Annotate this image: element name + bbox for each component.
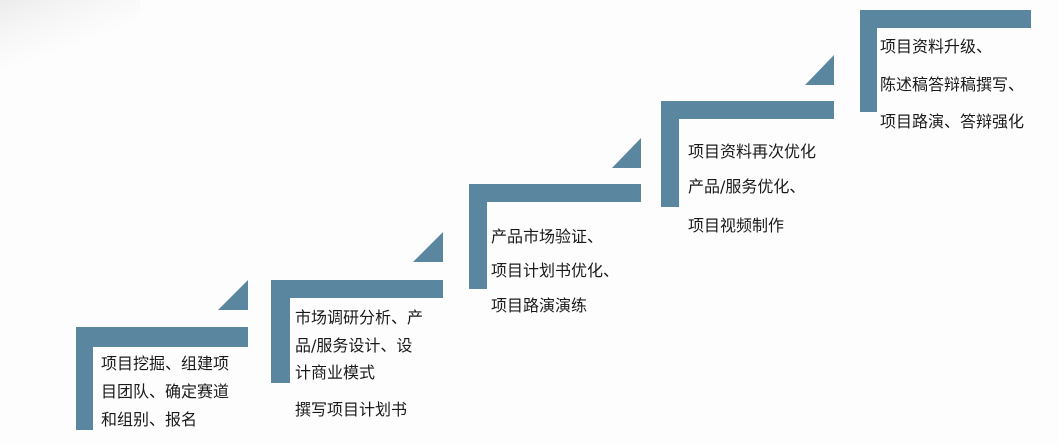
- step-4-line-1: 项目资料再次优化: [688, 142, 817, 161]
- step-5-top-bar: [860, 10, 1031, 28]
- step-3-triangle: [612, 138, 641, 168]
- step-1-line-3: 和组别、报名: [101, 410, 198, 429]
- step-3-line-1: 产品市场验证、: [491, 227, 604, 246]
- step-2-line-1: 市场调研分析、产: [295, 308, 424, 327]
- step-2-line-4: 撰写项目计划书: [295, 400, 408, 419]
- step-3-line-2: 项目计划书优化、: [491, 261, 620, 280]
- step-5-line-1: 项目资料升级、: [880, 37, 993, 56]
- step-1-triangle: [218, 280, 248, 310]
- step-4-side-bar: [661, 101, 679, 207]
- step-1-line-1: 项目挖掘、组建项: [101, 354, 230, 373]
- step-4-triangle: [805, 55, 834, 85]
- step-2-triangle: [413, 232, 443, 262]
- step-5-line-3: 项目路演、答辩强化: [880, 112, 1025, 131]
- step-5-side-bar: [860, 10, 877, 112]
- step-3-line-3: 项目路演演练: [491, 296, 588, 315]
- step-2-side-bar: [271, 280, 290, 383]
- step-5-line-2: 陈述稿答辩稿撰写、: [880, 75, 1025, 94]
- step-4-line-2: 产品/服务优化、: [688, 177, 806, 196]
- step-2-line-3: 计商业模式: [295, 363, 376, 382]
- step-2-line-2: 品/服务设计、设: [295, 336, 413, 355]
- step-1-top-bar: [76, 327, 248, 347]
- background-corner-shade: [0, 0, 140, 70]
- step-4-top-bar: [661, 101, 834, 119]
- step-4-line-3: 项目视频制作: [688, 216, 785, 235]
- step-3-top-bar: [469, 184, 641, 202]
- step-1-side-bar: [76, 327, 93, 430]
- step-2-top-bar: [271, 280, 443, 298]
- step-1-line-2: 目团队、确定赛道: [101, 382, 230, 401]
- step-3-side-bar: [469, 184, 487, 289]
